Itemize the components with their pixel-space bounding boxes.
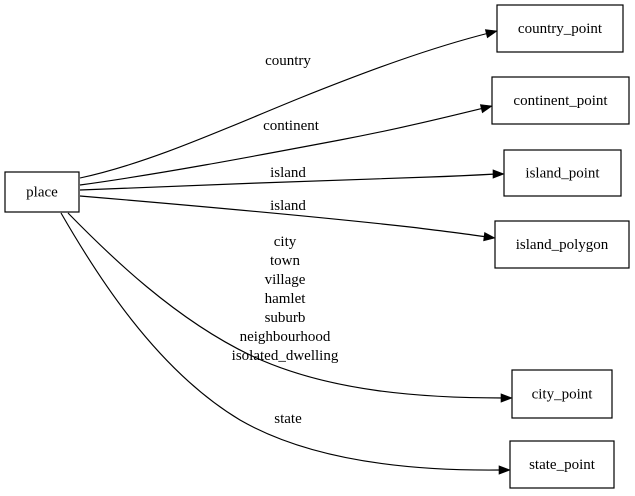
node-box-city_point [511, 369, 613, 419]
edge-place-country_point-label: country [265, 53, 311, 69]
node-label-city_point: city_point [532, 386, 594, 402]
edge-place-island_polygon[interactable] [79, 195, 496, 242]
edge-label-text: suburb [265, 310, 306, 326]
node-box-continent_point [491, 76, 630, 125]
node-island_polygon[interactable]: island_polygon [494, 220, 630, 269]
node-label-continent_point: continent_point [513, 93, 608, 109]
node-city_point[interactable]: city_point [511, 369, 613, 419]
edge-place-island_point-line [79, 173, 497, 191]
edge-labels-layer: country continent island island city town vill… [232, 53, 339, 427]
edge-label-text: village [265, 272, 306, 288]
edge-label-text: isolated_dwelling [232, 348, 339, 364]
node-box-place [4, 171, 80, 213]
node-island_point[interactable]: island_point [503, 149, 622, 197]
edge-place-state_point[interactable] [60, 212, 511, 475]
edge-place-city_point[interactable] [67, 212, 513, 403]
edge-place-city_point-line [67, 212, 505, 399]
node-box-state_point [509, 440, 615, 489]
edge-place-country_point[interactable] [79, 29, 498, 179]
edge-place-island_polygon-line [79, 195, 488, 238]
edge-label-text: state [274, 411, 302, 427]
edge-place-island_point-label: island [270, 165, 306, 181]
edge-label-text: continent [263, 118, 320, 134]
node-country_point[interactable]: country_point [496, 4, 624, 53]
edge-place-state_point-label: state [274, 411, 302, 427]
edge-label-text: hamlet [265, 291, 307, 307]
edge-place-continent_point-label: continent [263, 118, 320, 134]
node-label-island_polygon: island_polygon [516, 237, 609, 253]
node-state_point[interactable]: state_point [509, 440, 615, 489]
node-box-island_point [503, 149, 622, 197]
node-continent_point[interactable]: continent_point [491, 76, 630, 125]
edge-place-island_polygon-arrowhead [483, 231, 496, 242]
edge-place-continent_point[interactable] [79, 104, 493, 186]
node-label-place: place [26, 184, 58, 200]
nodes-layer: place country_point continent_point island_… [4, 4, 630, 489]
node-box-island_polygon [494, 220, 630, 269]
edge-place-state_point-line [60, 212, 503, 471]
edge-place-island_polygon-label: island [270, 198, 306, 214]
edge-place-country_point-line [79, 32, 490, 179]
edge-label-text: country [265, 53, 311, 69]
node-label-state_point: state_point [529, 457, 596, 473]
node-label-country_point: country_point [518, 21, 603, 37]
edges-layer [60, 29, 513, 475]
node-box-country_point [496, 4, 624, 53]
edge-place-state_point-arrowhead [498, 465, 511, 475]
edge-place-country_point-arrowhead [484, 29, 498, 39]
edge-place-island_point-arrowhead [492, 169, 505, 179]
node-place[interactable]: place [4, 171, 80, 213]
edge-label-text: neighbourhood [240, 329, 331, 345]
edge-place-island_point[interactable] [79, 169, 505, 191]
edge-label-text: island [270, 198, 306, 214]
edge-label-text: town [270, 253, 301, 269]
edge-place-continent_point-line [79, 107, 485, 186]
edge-place-continent_point-arrowhead [479, 104, 493, 114]
edge-place-city_point-arrowhead [500, 393, 513, 403]
edge-label-text: city [274, 234, 297, 250]
edge-label-text: island [270, 165, 306, 181]
edge-place-city_point-label: city town village hamlet suburb neighbourhood… [232, 234, 339, 364]
node-label-island_point: island_point [525, 165, 600, 181]
